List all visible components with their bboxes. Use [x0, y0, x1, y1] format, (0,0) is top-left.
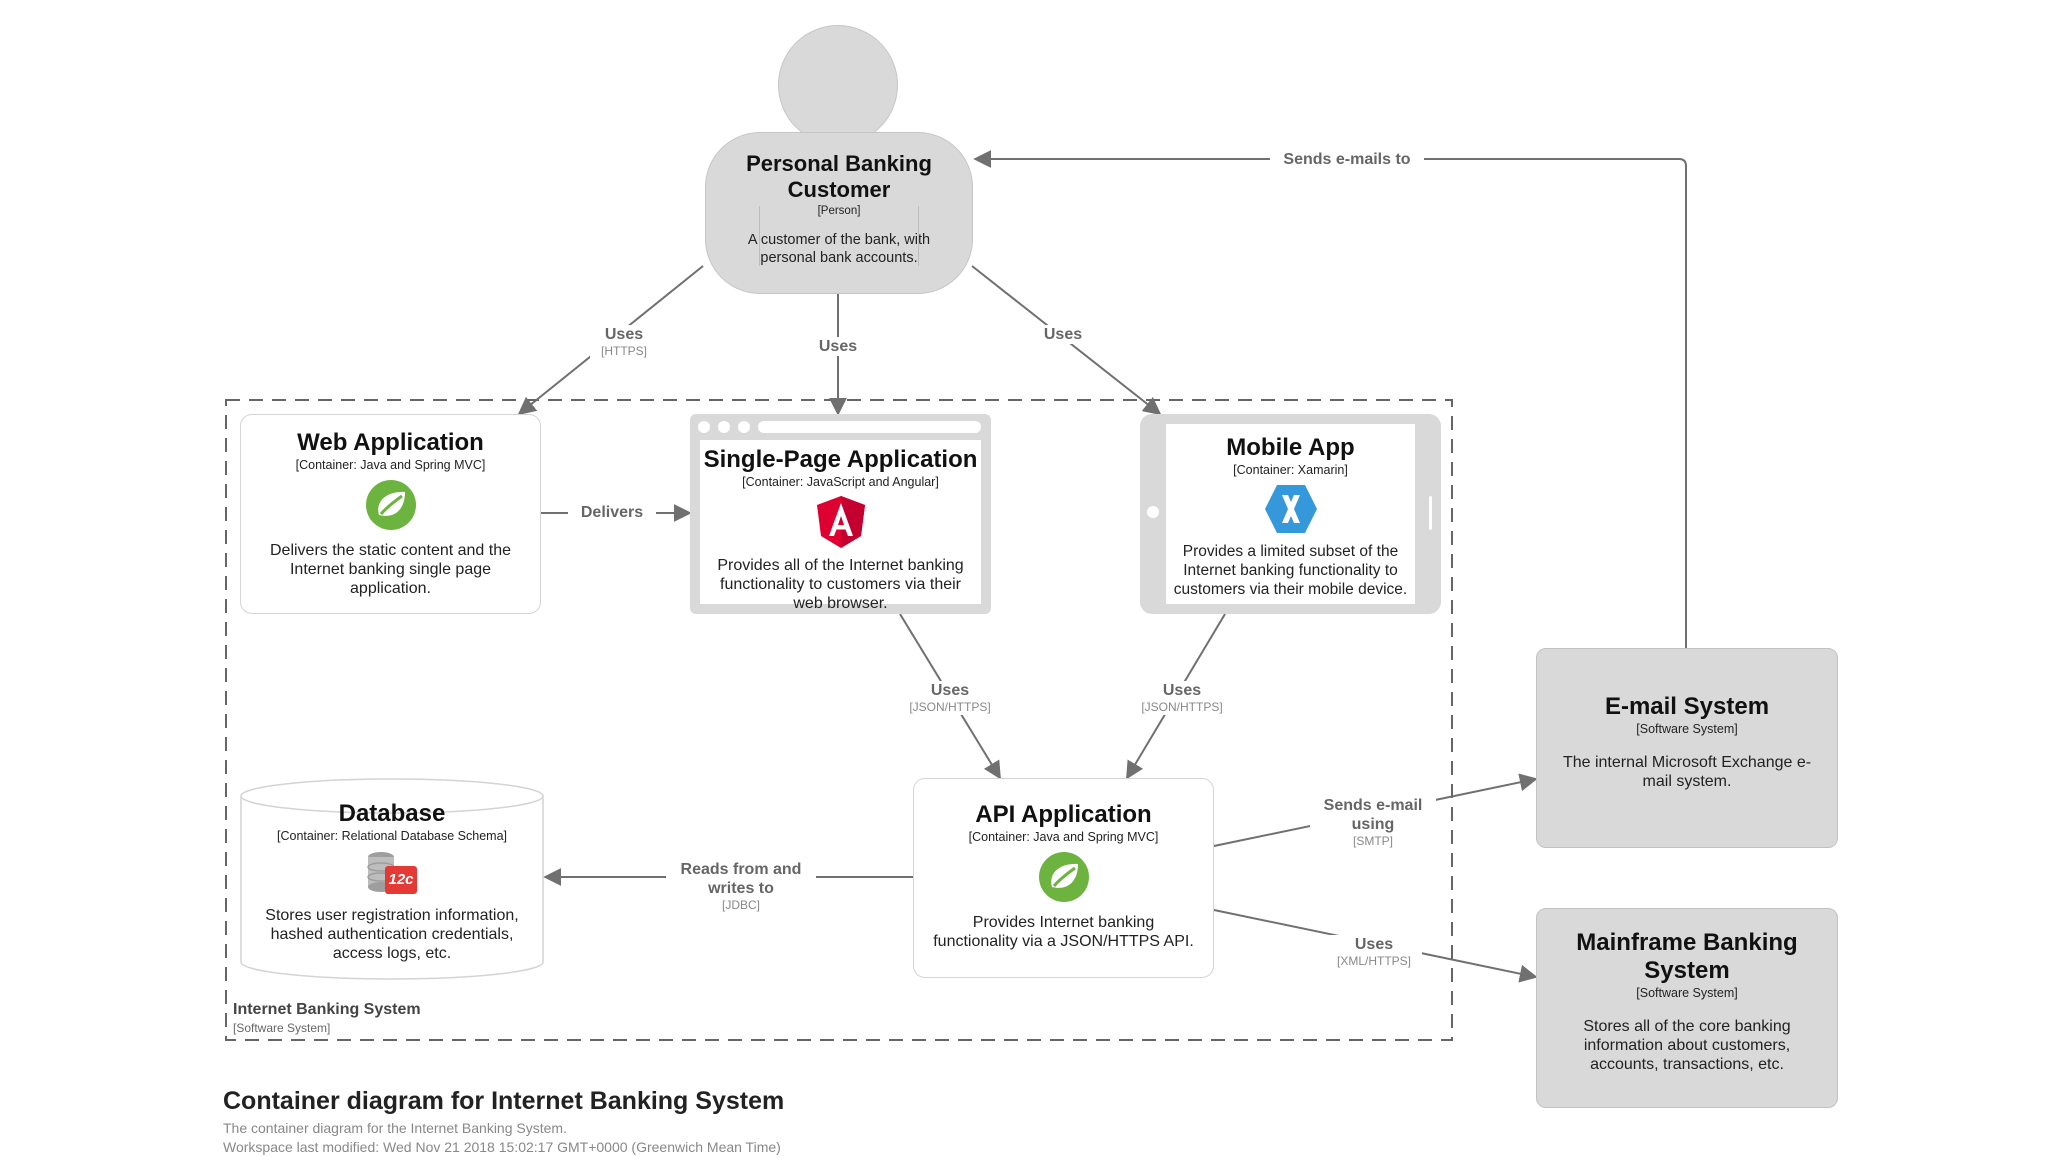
- relationship-label: Uses [HTTPS]: [590, 325, 658, 359]
- relationship-label: Uses: [808, 337, 868, 356]
- person-name: Personal Banking Customer: [746, 151, 932, 202]
- relationship-label: Uses [JSON/HTTPS]: [1132, 681, 1232, 715]
- spring-icon: [365, 479, 417, 531]
- relationship-label: Delivers: [568, 503, 656, 522]
- person-arm-left: [759, 206, 760, 266]
- email-system[interactable]: E-mail System [Software System] The inte…: [1536, 648, 1838, 848]
- email-system-name: E-mail System: [1604, 693, 1770, 720]
- web-application[interactable]: Web Application [Container: Java and Spr…: [240, 414, 541, 614]
- api-application-description: Provides Internet banking functionality …: [933, 914, 1194, 950]
- edge-email-person: [973, 150, 1687, 648]
- web-application-name: Web Application: [297, 429, 484, 456]
- system-boundary: [225, 399, 1453, 1041]
- xamarin-icon: [1264, 484, 1318, 534]
- boundary-type: [Software System]: [233, 1021, 331, 1035]
- mainframe-system-description: Stores all of the core banking informati…: [1583, 1018, 1791, 1073]
- mobile-app-type: [Container: Xamarin]: [1233, 463, 1348, 477]
- web-application-description: Delivers the static content and the Inte…: [269, 542, 512, 597]
- diagram-description: The container diagram for the Internet B…: [223, 1120, 567, 1136]
- api-application[interactable]: API Application [Container: Java and Spr…: [913, 778, 1214, 978]
- database-name: Database: [338, 800, 446, 827]
- mobile-app-description: Provides a limited subset of the Interne…: [1173, 543, 1408, 598]
- spa-name: Single-Page Application: [703, 446, 978, 473]
- browser-dot-icon: [718, 421, 730, 433]
- spa-type: [Container: JavaScript and Angular]: [742, 475, 939, 489]
- angular-icon: [816, 496, 866, 548]
- spring-icon: [1038, 851, 1090, 903]
- api-application-type: [Container: Java and Spring MVC]: [968, 830, 1159, 844]
- api-application-name: API Application: [975, 801, 1152, 828]
- email-system-type: [Software System]: [1636, 722, 1738, 736]
- mobile-app[interactable]: Mobile App [Container: Xamarin] Provides…: [1166, 424, 1415, 604]
- spa-description: Provides all of the Internet banking fun…: [717, 557, 964, 612]
- single-page-application-frame: Single-Page Application [Container: Java…: [690, 414, 991, 614]
- mainframe-banking-system[interactable]: Mainframe Banking System [Software Syste…: [1536, 908, 1838, 1108]
- phone-speaker-icon: [1429, 496, 1432, 530]
- person-arm-right: [918, 206, 919, 266]
- database-type: [Container: Relational Database Schema]: [277, 829, 507, 843]
- database-description: Stores user registration information, ha…: [265, 907, 519, 962]
- email-system-description: The internal Microsoft Exchange e-mail s…: [1562, 754, 1812, 790]
- mainframe-system-type: [Software System]: [1636, 986, 1738, 1000]
- person-description: A customer of the bank, with personal ba…: [747, 232, 931, 266]
- boundary-title: Internet Banking System: [233, 1001, 421, 1018]
- diagram-title: Container diagram for Internet Banking S…: [223, 1087, 785, 1115]
- relationship-label: Uses [XML/HTTPS]: [1326, 935, 1422, 969]
- single-page-application[interactable]: Single-Page Application [Container: Java…: [700, 440, 981, 612]
- person-type: [Person]: [817, 205, 861, 217]
- phone-home-button-icon: [1147, 506, 1159, 518]
- person-body[interactable]: Personal Banking Customer [Person] A cus…: [705, 132, 973, 294]
- relationship-label: Sends e-mail using [SMTP]: [1310, 796, 1436, 849]
- database[interactable]: Database [Container: Relational Database…: [240, 778, 544, 980]
- browser-address-bar: [758, 421, 981, 433]
- person-head: [778, 25, 898, 145]
- relationship-label: Sends e-mails to: [1270, 150, 1424, 169]
- relationship-label: Uses [JSON/HTTPS]: [900, 681, 1000, 715]
- diagram-last-modified: Workspace last modified: Wed Nov 21 2018…: [223, 1139, 781, 1155]
- web-application-type: [Container: Java and Spring MVC]: [295, 458, 486, 472]
- browser-dot-icon: [698, 421, 710, 433]
- relationship-label: Reads from and writes to [JDBC]: [666, 860, 816, 913]
- relationship-label: Uses: [1033, 325, 1093, 344]
- oracle-db-icon: 12c: [365, 850, 419, 898]
- oracle-version-label: 12c: [388, 871, 414, 888]
- mobile-app-name: Mobile App: [1226, 434, 1355, 461]
- mainframe-system-name: Mainframe Banking System: [1576, 929, 1798, 984]
- browser-dot-icon: [738, 421, 750, 433]
- mobile-app-frame: Mobile App [Container: Xamarin] Provides…: [1140, 414, 1441, 614]
